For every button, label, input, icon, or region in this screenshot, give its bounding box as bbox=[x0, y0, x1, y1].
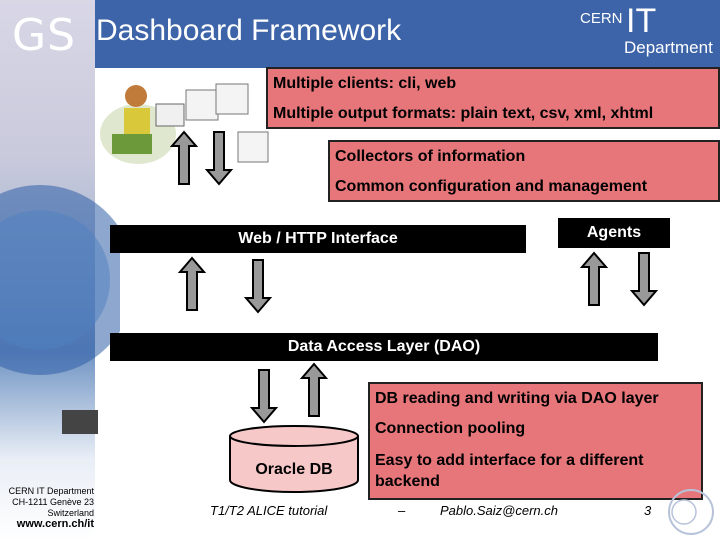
it-logo-text: IT bbox=[626, 2, 657, 40]
web-http-interface-bar: Web / HTTP Interface bbox=[110, 225, 526, 253]
clients-box: Multiple clients: cli, web Multiple outp… bbox=[266, 67, 720, 129]
department-logo-text: Department bbox=[624, 38, 713, 57]
tutorial-label: T1/T2 ALICE tutorial bbox=[210, 503, 328, 518]
org-line-1: CERN IT Department bbox=[8, 486, 94, 496]
output-formats-line: Multiple output formats: plain text, csv… bbox=[273, 105, 654, 122]
collectors-line: Collectors of information bbox=[335, 148, 526, 165]
org-line-2: CH-1211 Genève 23 bbox=[12, 497, 94, 507]
dao-bar: Data Access Layer (DAO) bbox=[110, 333, 658, 361]
oracle-db-cylinder bbox=[229, 425, 359, 493]
clients-line: Multiple clients: cli, web bbox=[273, 75, 457, 92]
page-number: 3 bbox=[644, 503, 652, 518]
header-bar bbox=[95, 0, 720, 68]
person-computer-icon bbox=[100, 83, 269, 164]
arrow-down-icon bbox=[245, 259, 271, 313]
agents-label: Agents bbox=[586, 224, 642, 241]
page-title: Dashboard Framework bbox=[96, 14, 402, 47]
footer-dash: – bbox=[398, 503, 406, 518]
arrow-up-icon bbox=[179, 257, 205, 311]
cern-watermark-icon bbox=[668, 489, 714, 535]
arrow-down-icon bbox=[206, 131, 232, 185]
connection-pooling-line: Connection pooling bbox=[375, 420, 526, 437]
web-interface-label: Web / HTTP Interface bbox=[238, 230, 398, 247]
arrow-up-icon bbox=[581, 252, 607, 306]
globe-graphic bbox=[0, 185, 120, 434]
arrow-up-icon bbox=[171, 131, 197, 185]
db-reading-line: DB reading and writing via DAO layer bbox=[375, 390, 659, 407]
arrow-up-icon bbox=[301, 363, 327, 417]
agents-box: Agents bbox=[558, 218, 670, 248]
configuration-line: Common configuration and management bbox=[335, 178, 648, 195]
db-box: DB reading and writing via DAO layer Con… bbox=[368, 382, 703, 500]
author-email: Pablo.Saiz@cern.ch bbox=[440, 503, 558, 518]
backend-line: Easy to add interface for a different ba… bbox=[375, 452, 644, 490]
org-url-link[interactable]: www.cern.ch/it bbox=[16, 518, 94, 530]
cern-logo-text: CERN bbox=[580, 10, 623, 27]
arrow-down-icon bbox=[251, 369, 277, 423]
arrow-down-icon bbox=[631, 252, 657, 306]
oracle-db-label: Oracle DB bbox=[255, 461, 333, 478]
gs-logo: GS bbox=[12, 10, 77, 61]
org-line-3: Switzerland bbox=[47, 508, 94, 518]
collectors-box: Collectors of information Common configu… bbox=[328, 140, 720, 202]
dao-label: Data Access Layer (DAO) bbox=[287, 338, 481, 355]
